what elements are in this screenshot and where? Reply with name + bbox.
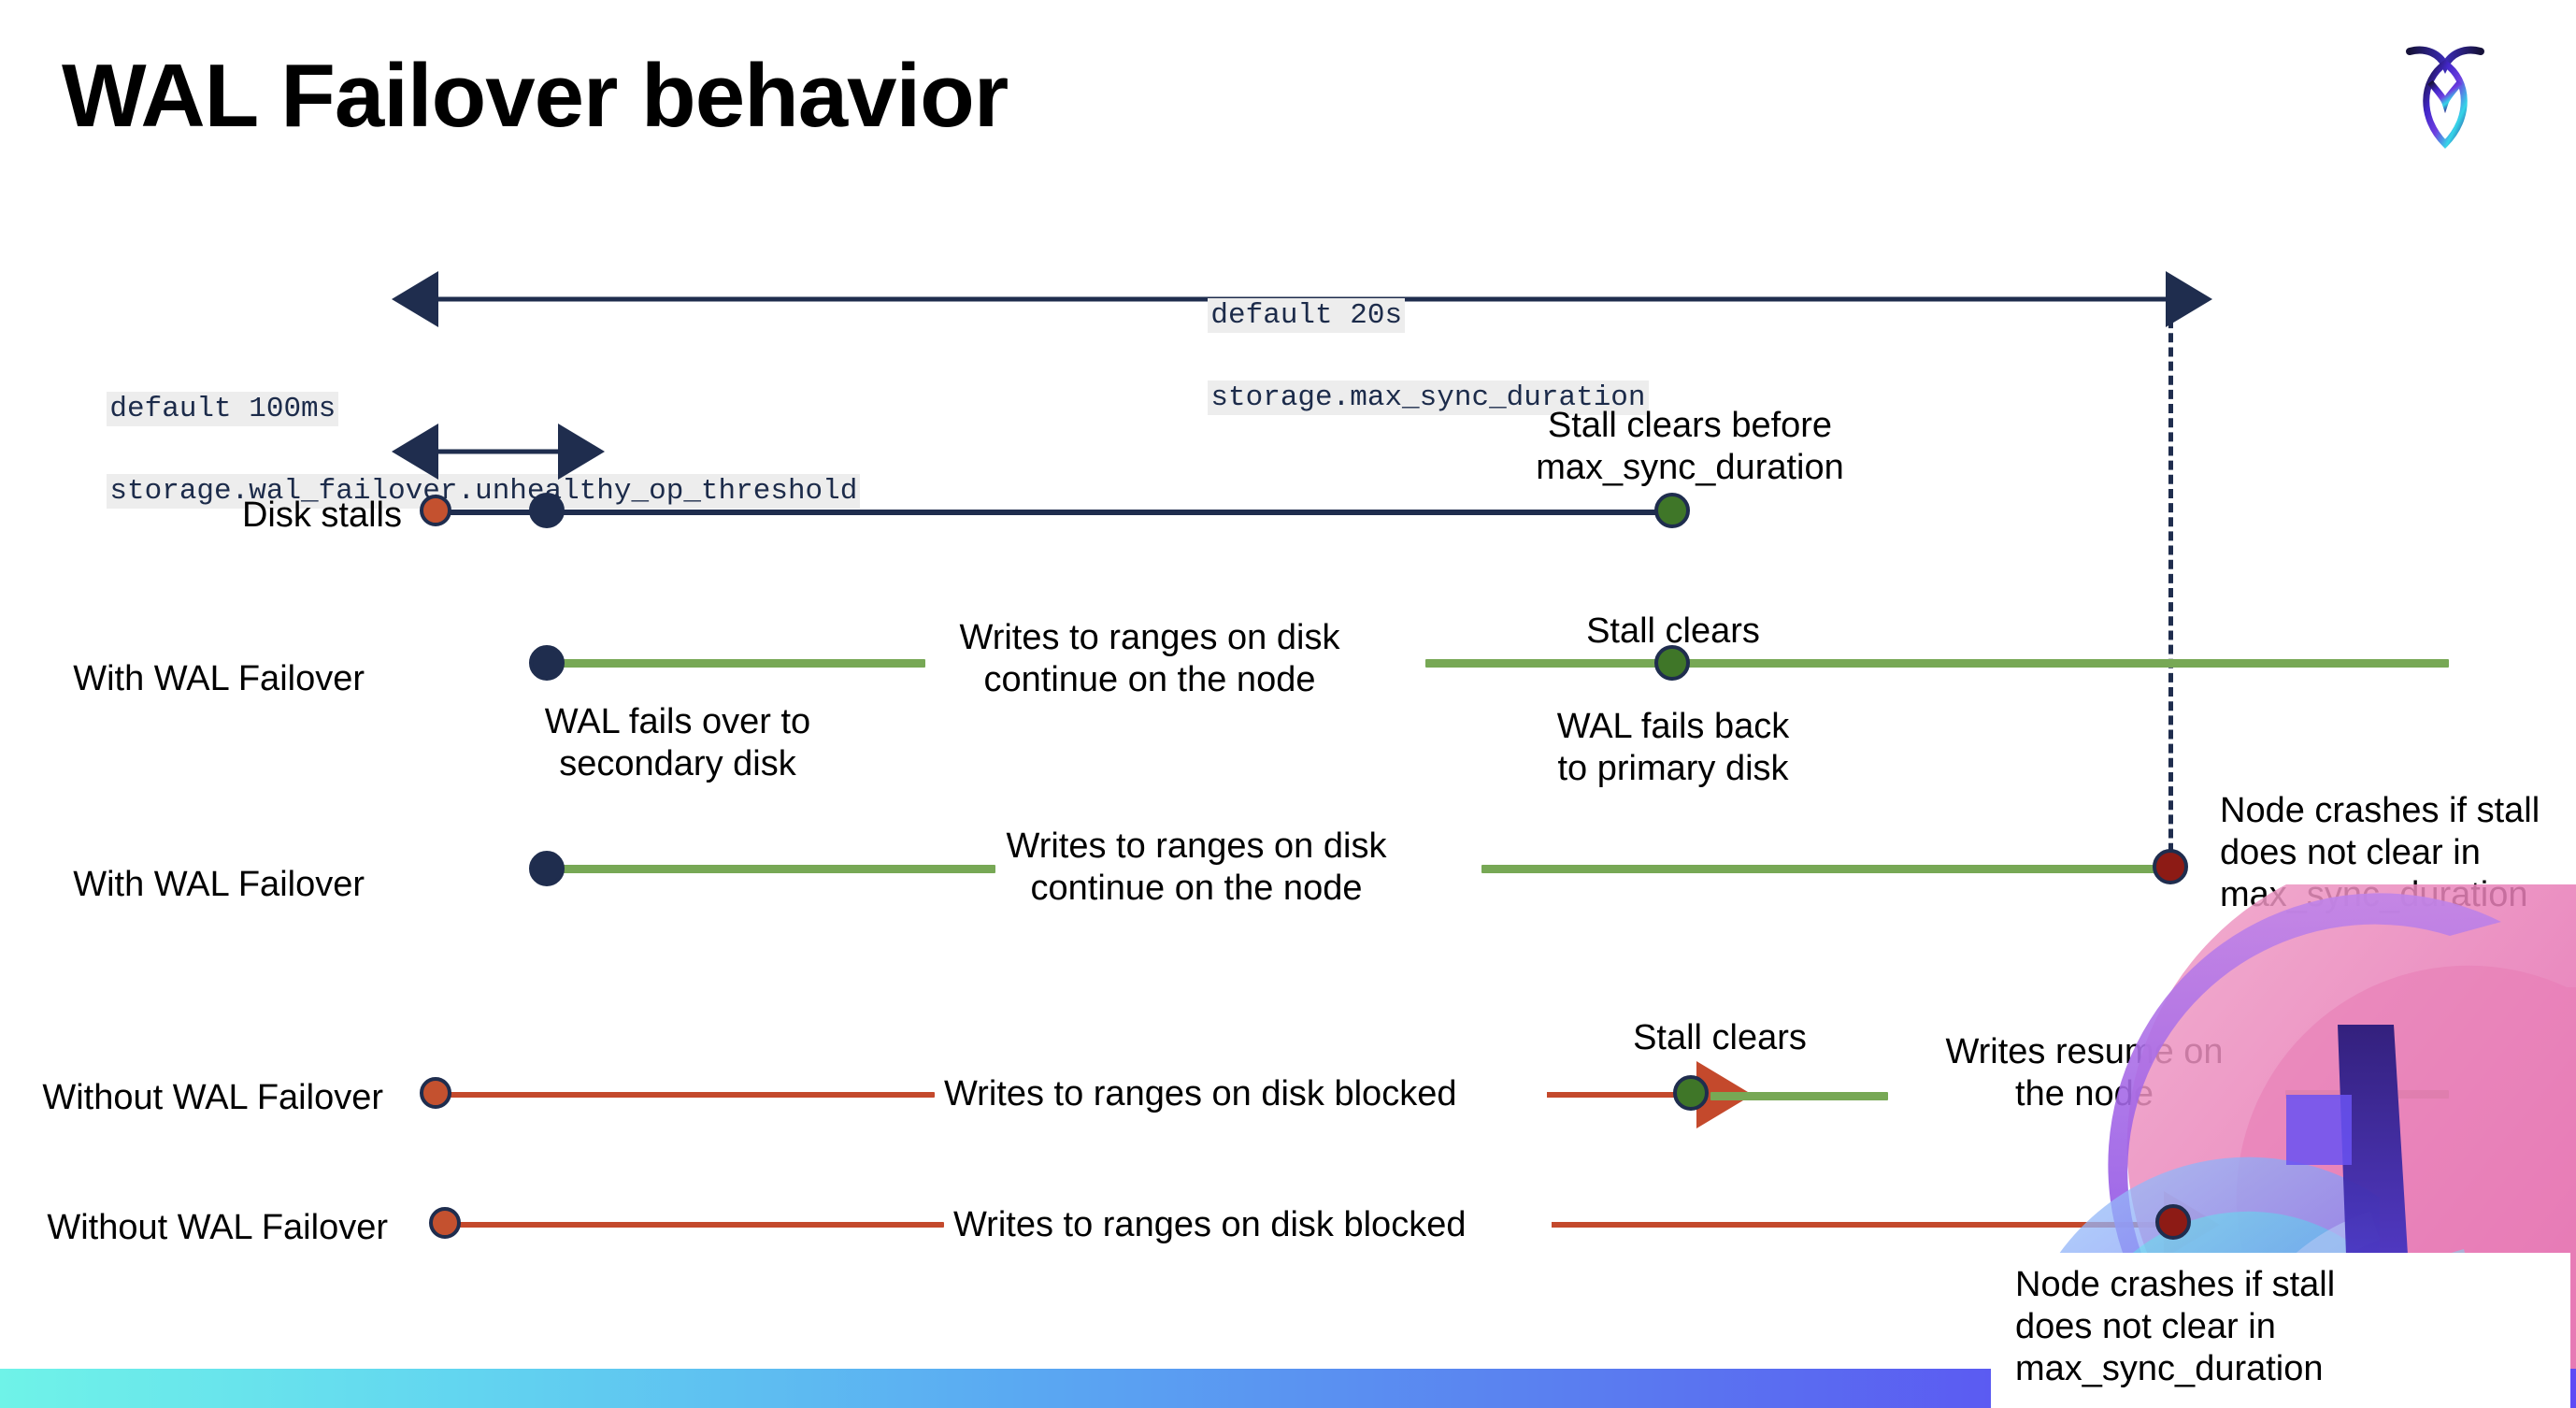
with-wal-failover-1-track-right <box>1425 659 2449 668</box>
disk-stalls-clear-callout: Stall clears before max_sync_duration <box>1536 406 1844 487</box>
row-label-with-wal-failover-2: With WAL Failover <box>73 865 365 904</box>
disk-stalls-clear-dot <box>1654 493 1690 528</box>
with-wal-failover-2-track-left <box>547 865 995 873</box>
with-wal-failover-1-start-note: WAL fails over to secondary disk <box>544 702 811 783</box>
without-wal-failover-1-resume-note: Writes resume on the node <box>1945 1032 2224 1113</box>
without-wal-failover-1-blocked-note: Writes to ranges on disk blocked <box>944 1074 1457 1113</box>
without-wal-failover-1-track-mid <box>1710 1092 1888 1100</box>
with-wal-failover-2-mid-note: Writes to ranges on disk continue on the… <box>1006 826 1387 908</box>
row-label-without-wal-failover-2: Without WAL Failover <box>47 1208 388 1247</box>
row-label-without-wal-failover-1: Without WAL Failover <box>42 1078 383 1117</box>
unhealthy-op-threshold-default: default 100ms <box>107 392 339 427</box>
with-wal-failover-1-clear-note: Stall clears <box>1586 611 1760 651</box>
max-sync-duration-annotation: default 20s storage.max_sync_duration <box>1138 254 1649 460</box>
without-wal-failover-2-track-left <box>458 1222 944 1228</box>
max-sync-duration-dropline <box>2168 305 2173 881</box>
row-label-with-wal-failover-1: With WAL Failover <box>73 659 365 698</box>
without-wal-failover-2-blocked-note: Writes to ranges on disk blocked <box>953 1205 1467 1244</box>
with-wal-failover-1-clear-dot <box>1654 645 1690 681</box>
without-wal-failover-2-crash-note: Node crashes if stall does not clear in … <box>2015 1265 2336 1388</box>
without-wal-failover-2-crash-callout-box: Node crashes if stall does not clear in … <box>1991 1253 2570 1408</box>
max-sync-duration-default: default 20s <box>1208 298 1406 334</box>
page-title: WAL Failover behavior <box>62 46 1009 146</box>
with-wal-failover-1-failover-dot <box>529 645 565 681</box>
unhealthy-op-threshold-setting: storage.wal_failover.unhealthy_op_thresh… <box>107 474 861 510</box>
without-wal-failover-1-track-right <box>2285 1090 2449 1099</box>
disk-stalls-start-dot <box>420 495 451 526</box>
without-wal-failover-1-blocked-arrow <box>1547 1061 1753 1128</box>
without-wal-failover-1-clear-note: Stall clears <box>1633 1018 1807 1057</box>
unhealthy-op-threshold-span-arrow <box>392 424 605 480</box>
disk-stalls-track <box>437 510 1681 515</box>
without-wal-failover-1-track-left <box>449 1092 935 1098</box>
without-wal-failover-2-crash-dot <box>2155 1204 2191 1240</box>
disk-stalls-failover-dot <box>529 493 565 528</box>
without-wal-failover-2-start-dot <box>429 1207 461 1239</box>
with-wal-failover-2-failover-dot <box>529 851 565 886</box>
with-wal-failover-2-crash-dot <box>2153 849 2188 884</box>
with-wal-failover-2-track-right <box>1481 865 2173 873</box>
with-wal-failover-1-track-left <box>547 659 925 668</box>
without-wal-failover-1-clear-dot <box>1673 1075 1709 1111</box>
max-sync-duration-setting: storage.max_sync_duration <box>1208 381 1649 416</box>
without-wal-failover-1-start-dot <box>420 1077 451 1109</box>
row-label-disk-stalls: Disk stalls <box>241 496 402 535</box>
with-wal-failover-1-end-note: WAL fails back to primary disk <box>1556 707 1790 788</box>
with-wal-failover-2-crash-note: Node crashes if stall does not clear in … <box>2220 791 2540 914</box>
unhealthy-op-threshold-annotation: default 100ms storage.wal_failover.unhea… <box>37 348 861 553</box>
with-wal-failover-1-mid-note: Writes to ranges on disk continue on the… <box>959 618 1340 699</box>
without-wal-failover-2-blocked-arrow <box>1552 1191 2220 1258</box>
cockroachdb-logo-icon <box>2389 28 2501 150</box>
